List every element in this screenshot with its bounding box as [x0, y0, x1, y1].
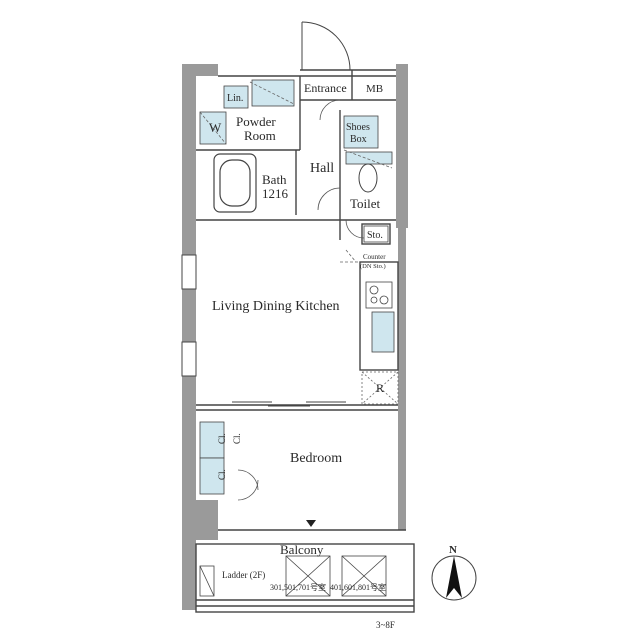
entrance-door — [301, 21, 351, 71]
label-entrance: Entrance — [304, 81, 347, 95]
label-powder-2: Room — [244, 128, 276, 143]
label-bedroom: Bedroom — [290, 451, 342, 466]
label-cl-1: Cl. — [217, 433, 227, 444]
label-lin: Lin. — [227, 93, 243, 104]
label-units-1: 301,501,701号室 — [270, 582, 326, 592]
label-toilet: Toilet — [350, 196, 381, 211]
sliding-doors — [232, 401, 346, 407]
exterior-walls — [182, 64, 408, 610]
label-counter-1: Counter — [363, 253, 386, 261]
dashed-guides — [199, 81, 393, 263]
interior-doors — [237, 99, 365, 501]
label-balcony: Balcony — [280, 542, 324, 557]
label-hall: Hall — [310, 161, 334, 176]
label-counter-2: (DN Sto.) — [360, 263, 386, 270]
north-arrow — [431, 555, 477, 601]
label-shoes-1: Shoes — [346, 122, 370, 133]
label-ladder: Ladder (2F) — [222, 570, 265, 580]
label-bath-2: 1216 — [262, 186, 289, 201]
label-cl-2: Cl. — [232, 433, 242, 444]
label-powder-1: Powder — [236, 114, 276, 129]
interior-walls — [195, 69, 415, 613]
balcony-units — [199, 555, 387, 597]
label-bath-1: Bath — [262, 172, 287, 187]
stove-burners — [369, 285, 389, 305]
label-mb: MB — [366, 83, 383, 95]
label-ldk: Living Dining Kitchen — [212, 299, 340, 314]
balcony-door-marker — [306, 520, 316, 527]
label-sto: Sto. — [367, 230, 383, 241]
label-floors: 3~8F — [376, 620, 395, 630]
label-cl-3: Cl. — [217, 469, 227, 480]
label-units-2: 401,601,801号室 — [330, 582, 386, 592]
bathtub — [213, 153, 257, 213]
refrigerator — [361, 371, 399, 405]
toilet-bowl — [358, 163, 378, 193]
label-shoes-2: Box — [350, 134, 367, 145]
label-r: R — [376, 381, 384, 395]
left-windows — [181, 254, 197, 377]
label-north: N — [449, 544, 457, 556]
label-w: W — [209, 120, 222, 135]
